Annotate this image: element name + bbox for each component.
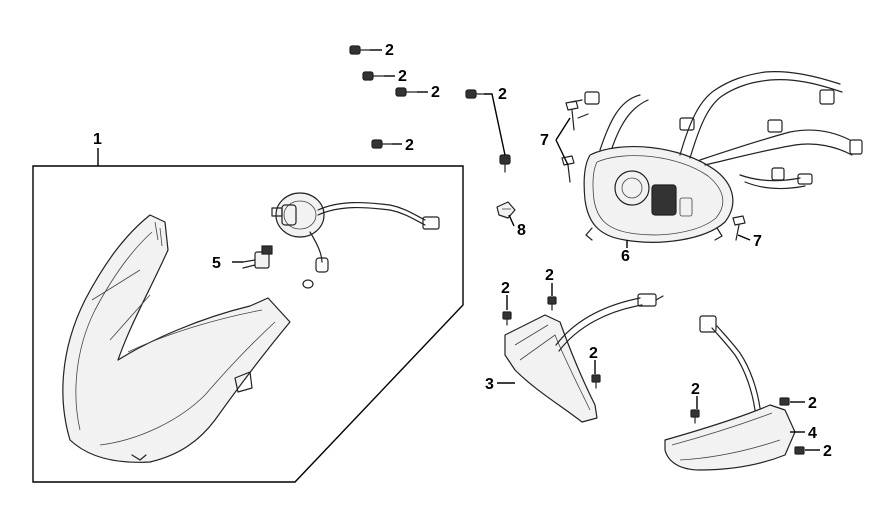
screw-icon[interactable] — [690, 409, 700, 424]
bulb-part[interactable] — [242, 245, 273, 269]
turn-signal-left-part[interactable] — [502, 293, 664, 423]
screws-top-cluster — [349, 45, 511, 173]
screw-icon[interactable] — [371, 139, 393, 149]
clip-part[interactable] — [496, 201, 516, 219]
screw-icon[interactable] — [465, 89, 485, 99]
callout-2: 2 — [545, 267, 554, 284]
screw-icon[interactable] — [349, 45, 371, 55]
screw-icon[interactable] — [547, 296, 557, 311]
callout-2: 2 — [823, 443, 832, 460]
callout-7: 7 — [753, 233, 762, 250]
callout-8: 8 — [517, 222, 526, 239]
callout-1: 1 — [93, 131, 102, 148]
meter-screw-icon[interactable] — [565, 100, 579, 131]
headlight-group — [32, 165, 464, 483]
callout-labels: 1 2 2 2 2 2 5 8 7 7 6 2 2 2 3 2 2 4 2 — [93, 42, 832, 460]
bulb-socket-harness[interactable] — [271, 192, 440, 289]
meter-wiring-harness[interactable] — [571, 71, 863, 190]
leader-line — [484, 93, 506, 156]
callout-2: 2 — [431, 84, 440, 101]
screw-icon[interactable] — [779, 397, 790, 406]
callout-2: 2 — [589, 345, 598, 362]
callout-3: 3 — [485, 376, 494, 393]
callout-2: 2 — [691, 381, 700, 398]
screw-icon[interactable] — [362, 71, 385, 81]
meter-screw-icon[interactable] — [561, 155, 575, 183]
callout-2: 2 — [498, 86, 507, 103]
callout-7: 7 — [540, 132, 549, 149]
leader-lines — [97, 49, 820, 451]
headlight-housing[interactable] — [62, 214, 291, 463]
callout-2: 2 — [501, 280, 510, 297]
headlight-group-frame — [32, 165, 464, 483]
callout-2: 2 — [405, 137, 414, 154]
screw-icon[interactable] — [502, 311, 512, 326]
callout-5: 5 — [212, 255, 221, 272]
screw-icon[interactable] — [794, 446, 805, 455]
turn-signal-right-part[interactable] — [664, 315, 805, 471]
meter-screw-icon[interactable] — [732, 215, 746, 241]
speedometer-part[interactable] — [583, 146, 734, 243]
callout-2: 2 — [808, 395, 817, 412]
callout-4: 4 — [808, 425, 817, 442]
screw-icon[interactable] — [499, 154, 511, 173]
callout-2: 2 — [398, 68, 407, 85]
screw-icon[interactable] — [591, 374, 601, 389]
callout-6: 6 — [621, 248, 630, 265]
callout-2: 2 — [385, 42, 394, 59]
screw-icon[interactable] — [395, 87, 418, 97]
